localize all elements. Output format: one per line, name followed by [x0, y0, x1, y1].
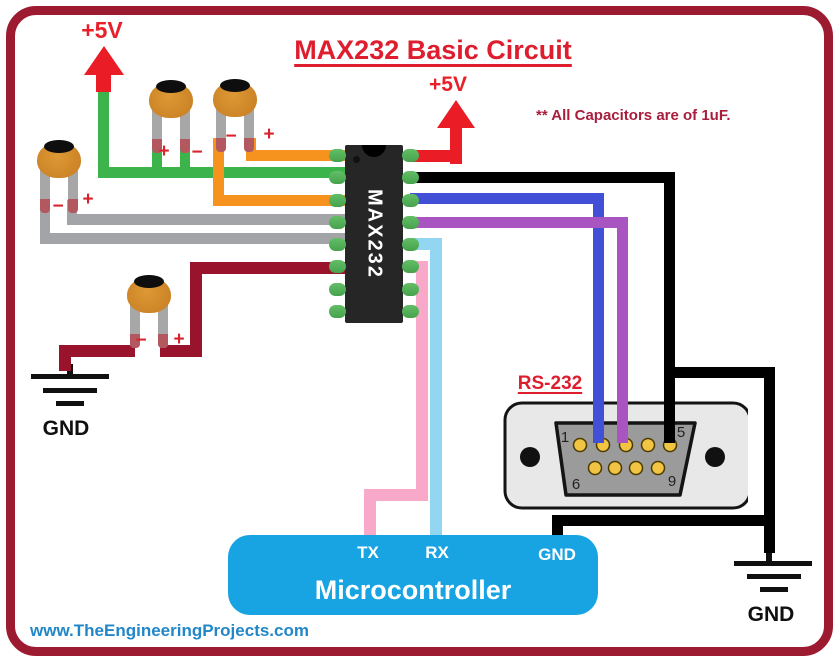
ic-pin	[329, 260, 346, 273]
db9-pin5-label: 5	[677, 424, 685, 441]
cap4-plus: +	[173, 329, 185, 350]
wire-blue-drop	[593, 193, 604, 443]
wire-darkred-run	[190, 262, 350, 274]
vcc-label-right: +5V	[429, 73, 467, 96]
wire-green-cap2-left-link	[152, 146, 162, 178]
cap3-plus: +	[263, 124, 275, 145]
vcc-arrow-right-tail	[450, 126, 462, 164]
ic-pin	[329, 194, 346, 207]
website-footer: www.TheEngineeringProjects.com	[30, 621, 309, 640]
rs232-label: RS-232	[517, 373, 583, 394]
wire-black-bottom-run	[552, 515, 775, 526]
ic-pin	[329, 305, 346, 318]
capacitor-3	[212, 79, 258, 152]
wire-green-vcc-drop	[98, 86, 109, 178]
wire-black-to-pin5	[664, 172, 675, 443]
wire-red-vcc-run	[410, 150, 462, 162]
wire-pink-to-tx	[364, 489, 376, 540]
wire-gray-run1	[67, 214, 350, 225]
cap2-minus: −	[191, 142, 203, 163]
mcu-tx-label: TX	[357, 543, 379, 562]
wire-black-mcu-gnd-drop	[552, 515, 563, 541]
db9-screw-hole-left	[520, 447, 540, 467]
cap3-minus: −	[225, 126, 237, 147]
db9-pin6-label: 6	[572, 476, 580, 493]
ic-pin	[402, 283, 419, 296]
wire-gray-run2	[40, 233, 350, 244]
ic-pin	[329, 149, 346, 162]
gnd-label-left: GND	[42, 417, 90, 440]
db9-screw-hole-right	[705, 447, 725, 467]
max232-ic: MAX232	[329, 145, 419, 323]
wire-darkred-capside	[160, 345, 202, 357]
wire-orange-run2	[213, 195, 350, 206]
ic-pin	[402, 194, 419, 207]
ic-pin	[329, 283, 346, 296]
ic-pin	[402, 238, 419, 251]
diagram-border	[6, 6, 833, 656]
ic-pin	[402, 171, 419, 184]
mcu-gnd-label: GND	[538, 545, 576, 564]
wire-black-branch	[664, 367, 775, 378]
ic-pin	[402, 305, 419, 318]
ic-pin	[329, 171, 346, 184]
microcontroller-label: Microcontroller	[314, 575, 512, 605]
vcc-label-left: +5V	[81, 17, 123, 43]
capacitor-2	[148, 80, 194, 153]
cap1-plus: +	[82, 189, 94, 210]
vcc-arrow-right-head	[437, 100, 475, 128]
wire-pink-jog	[364, 489, 428, 501]
ground-stem	[766, 552, 772, 563]
wire-gray-cap1-left-elbow	[40, 202, 50, 242]
diagram-title: MAX232 Basic Circuit	[294, 35, 572, 65]
cap2-plus: +	[158, 141, 170, 162]
wire-blue-run	[410, 193, 604, 204]
vcc-arrow-left-head	[84, 46, 124, 75]
capacitor-1	[36, 140, 82, 213]
capacitor-4	[126, 275, 172, 348]
capacitor-note: ** All Capacitors are of 1uF.	[536, 107, 731, 124]
ic-pin1-dot	[353, 156, 360, 163]
ic-label: MAX232	[363, 189, 386, 279]
mcu-rx-label: RX	[425, 543, 449, 562]
ic-pin	[329, 216, 346, 229]
ic-pin	[402, 260, 419, 273]
db9-pin9-label: 9	[668, 473, 676, 490]
ic-pin	[402, 216, 419, 229]
wire-black-right-drop	[764, 367, 775, 553]
wire-lightblue-drop	[430, 238, 442, 540]
ic-notch	[362, 145, 386, 157]
wire-purple-run	[410, 217, 628, 228]
wire-darkred-drop	[190, 262, 202, 357]
db9-pin1-label: 1	[561, 429, 569, 446]
wire-orange-run1	[246, 150, 350, 161]
cap4-minus: −	[135, 330, 147, 351]
ic-pin	[329, 238, 346, 251]
vcc-arrow-left-tail	[96, 72, 111, 92]
gnd-label-right: GND	[747, 603, 795, 626]
wire-darkred-gndside	[59, 345, 135, 357]
wire-black-top-run	[410, 172, 675, 183]
wire-darkred-gnddrop	[59, 345, 71, 371]
wire-green-vcc-run	[98, 167, 350, 178]
wire-pink-drop	[416, 261, 428, 501]
db9-dsub-face	[554, 421, 697, 497]
cap1-minus: −	[52, 196, 64, 217]
wire-purple-drop	[617, 217, 628, 443]
wire-green-cap2-right-link	[180, 146, 190, 178]
ic-pin	[402, 149, 419, 162]
wire-orange-cap3-left-drop	[213, 138, 224, 206]
microcontroller-block: Microcontroller TX RX GND	[228, 535, 598, 615]
